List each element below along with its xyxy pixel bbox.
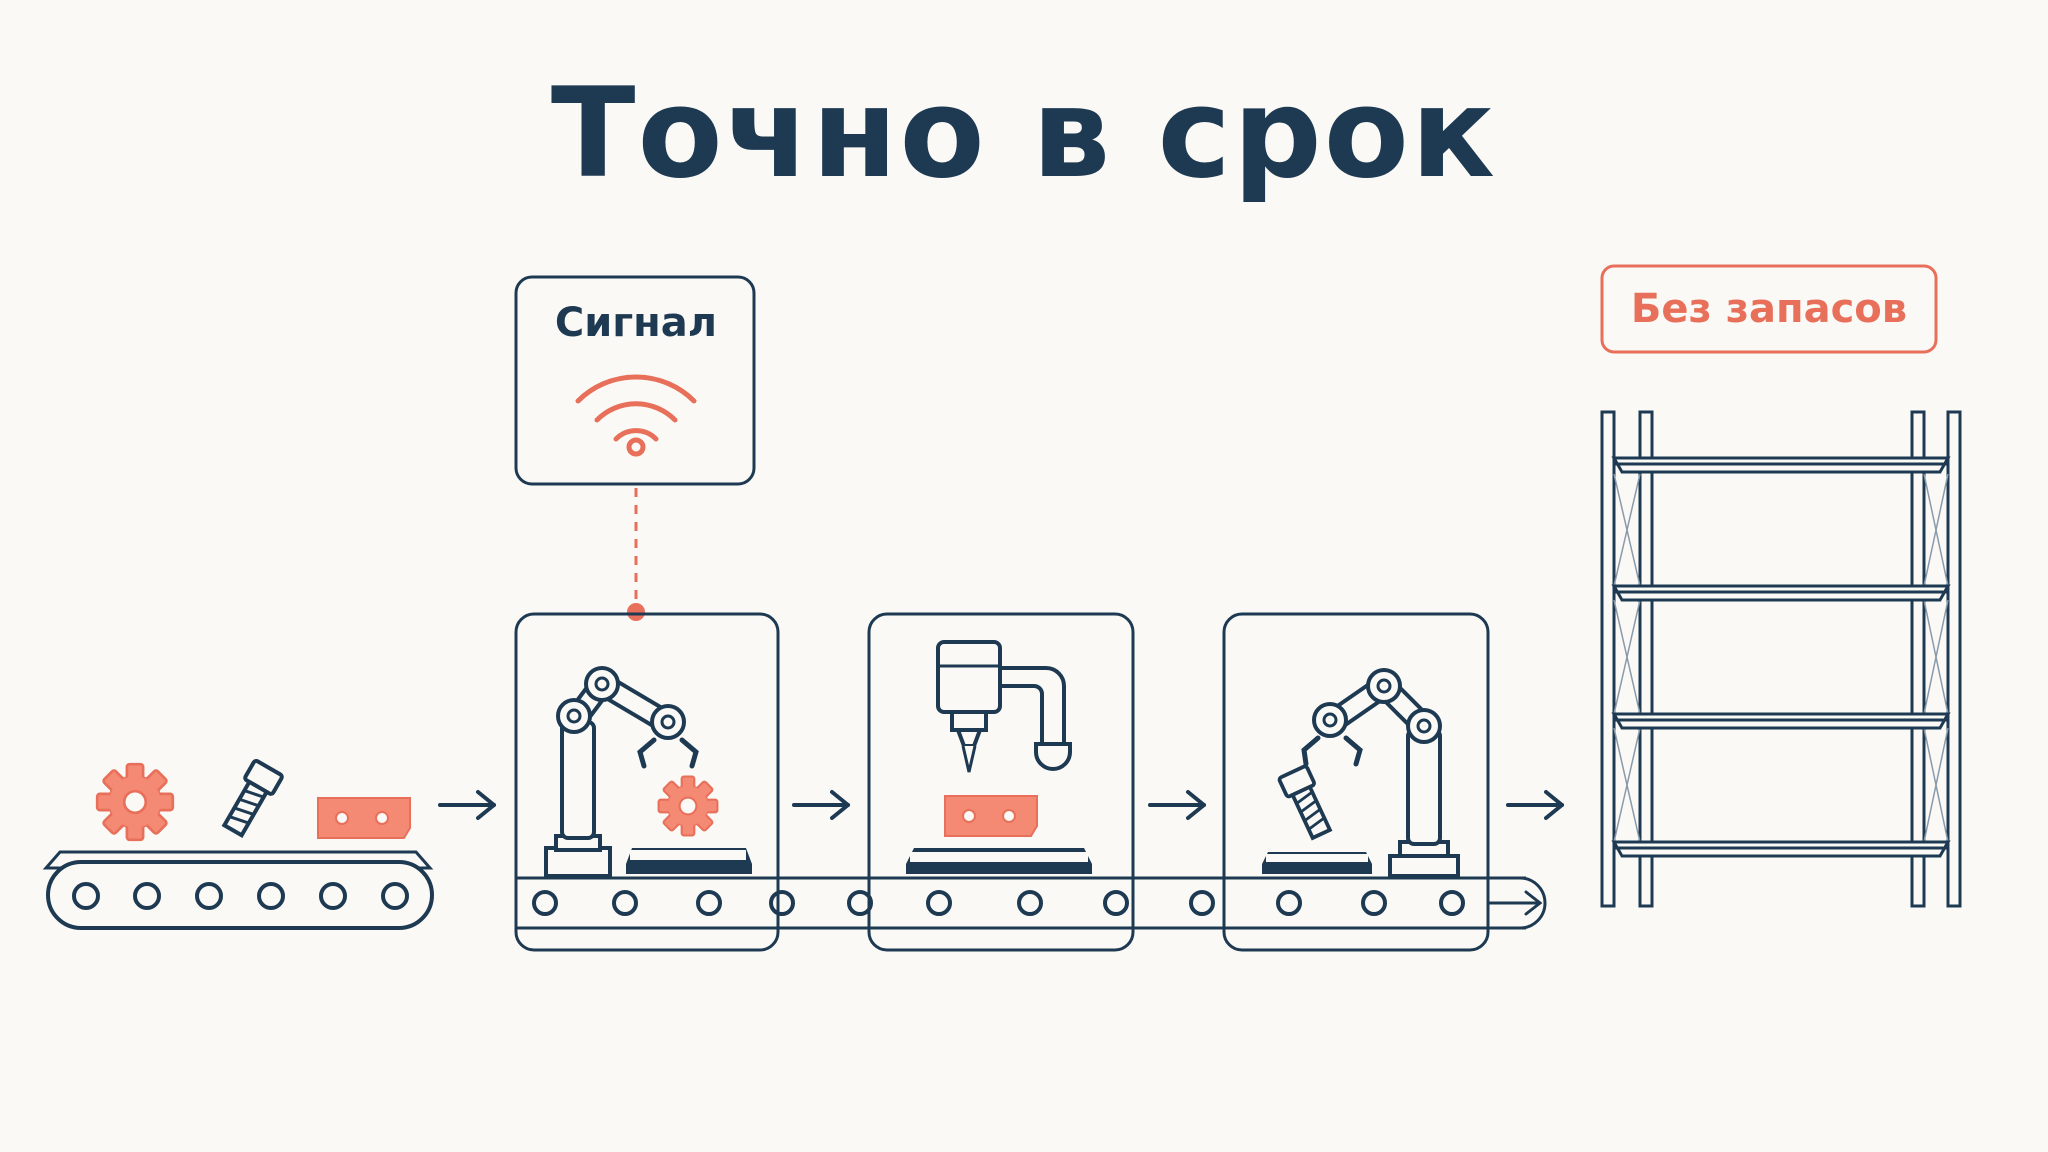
flow-arrow-3 (1148, 790, 1206, 820)
signal-link (627, 488, 645, 621)
flow-arrow-2 (792, 790, 850, 820)
bolt-in-station-icon (1276, 763, 1337, 843)
station-2 (867, 612, 1135, 952)
input-conveyor (42, 850, 434, 930)
no-stock-label: Без запасов (1630, 286, 1908, 332)
drill-icon (936, 640, 1072, 773)
plate-in-station-icon (944, 795, 1038, 837)
gear-in-station-icon (657, 775, 719, 837)
signal-label: Сигнал (554, 300, 718, 346)
robot-arm-icon-2 (1301, 668, 1460, 878)
bolt-part-icon (217, 757, 285, 841)
no-stock-box (1600, 264, 1938, 354)
flow-arrow-4 (1506, 790, 1564, 820)
workpiece-table-1 (626, 848, 752, 874)
workpiece-table-3 (1262, 852, 1372, 874)
plate-part-icon (317, 797, 411, 839)
signal-box (514, 275, 756, 486)
diagram-title: Точно в срок (550, 62, 1498, 206)
main-conveyor (516, 876, 1547, 930)
gear-part-icon (95, 762, 175, 842)
flow-arrow-1 (438, 790, 496, 820)
wifi-signal-icon (575, 374, 697, 457)
empty-shelf-rack (1600, 410, 1962, 908)
workpiece-table-2 (906, 848, 1092, 874)
robot-arm-icon (544, 666, 699, 878)
